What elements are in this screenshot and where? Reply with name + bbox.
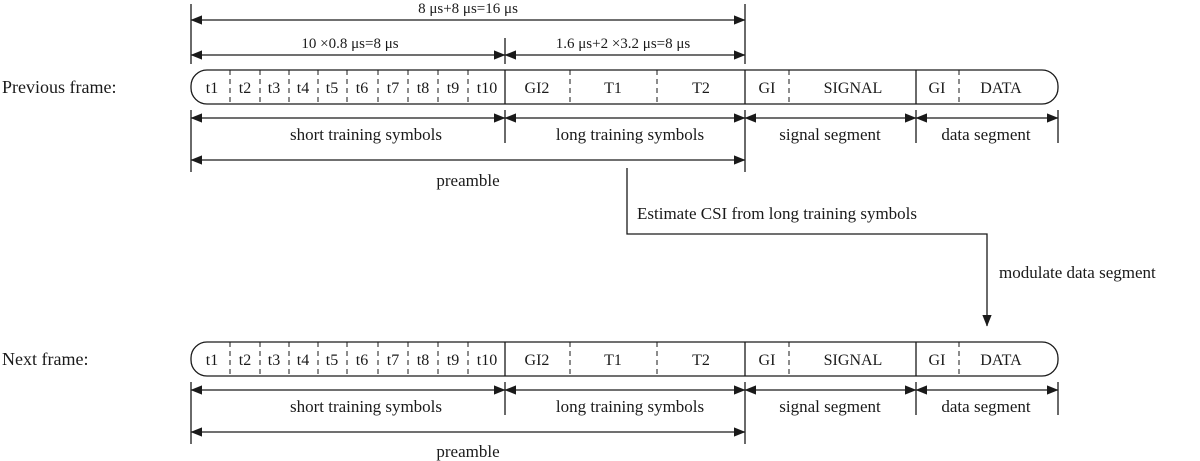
- estimate-csi-label: Estimate CSI from long training symbols: [637, 204, 917, 223]
- cell-t1: t1: [206, 352, 218, 369]
- previous-frame: Previous frame: t1 t2 t3 t4 t5 t6 t7 t8 …: [2, 69, 1059, 190]
- data-segment-label: data segment: [941, 397, 1030, 416]
- previous-frame-box: [190, 69, 1059, 105]
- short-segment-label: short training symbols: [290, 397, 442, 416]
- cell-t8: t8: [417, 80, 429, 97]
- cell-gi2: GI2: [525, 80, 550, 97]
- cell-t5: t5: [326, 80, 338, 97]
- data-segment-label: data segment: [941, 125, 1030, 144]
- cell-t6: t6: [356, 80, 368, 97]
- short-duration-label: 10 ×0.8 μs=8 μs: [301, 36, 398, 52]
- cell-data: DATA: [980, 352, 1022, 369]
- cell-t2-long: T2: [692, 80, 710, 97]
- cell-t9: t9: [447, 352, 459, 369]
- csi-flow: Estimate CSI from long training symbols …: [626, 168, 1156, 327]
- cell-t2: t2: [239, 352, 251, 369]
- previous-frame-title: Previous frame:: [2, 77, 116, 97]
- signal-segment-label: signal segment: [779, 125, 881, 144]
- cell-t1-long: T1: [604, 80, 622, 97]
- cell-t7: t7: [387, 352, 399, 369]
- cell-t4: t4: [297, 352, 309, 369]
- cell-t1-long: T1: [604, 352, 622, 369]
- cell-t7: t7: [387, 80, 399, 97]
- cell-t3: t3: [268, 80, 280, 97]
- cell-signal: SIGNAL: [824, 352, 883, 369]
- cell-t4: t4: [297, 80, 309, 97]
- cell-t10: t10: [477, 80, 497, 97]
- total-duration-label: 8 μs+8 μs=16 μs: [418, 1, 518, 17]
- next-frame-box: [190, 341, 1059, 377]
- cell-t6: t6: [356, 352, 368, 369]
- long-segment-label: long training symbols: [556, 125, 704, 144]
- cell-t9: t9: [447, 80, 459, 97]
- signal-segment-label: signal segment: [779, 397, 881, 416]
- cell-gi2: GI2: [525, 352, 550, 369]
- cell-t8: t8: [417, 352, 429, 369]
- cell-gi-signal: GI: [759, 80, 776, 97]
- cell-t10: t10: [477, 352, 497, 369]
- cell-t2: t2: [239, 80, 251, 97]
- cell-gi-signal: GI: [759, 352, 776, 369]
- next-frame: Next frame: t1 t2 t3 t4 t5 t6 t7 t8 t9 t…: [2, 341, 1059, 461]
- cell-t2-long: T2: [692, 352, 710, 369]
- cell-t3: t3: [268, 352, 280, 369]
- cell-signal: SIGNAL: [824, 80, 883, 97]
- long-segment-label: long training symbols: [556, 397, 704, 416]
- cell-gi-data: GI: [929, 352, 946, 369]
- cell-t5: t5: [326, 352, 338, 369]
- modulate-data-label: modulate data segment: [999, 263, 1156, 282]
- cell-t1: t1: [206, 80, 218, 97]
- cell-data: DATA: [980, 80, 1022, 97]
- cell-gi-data: GI: [929, 80, 946, 97]
- csi-flow-arrow: [626, 168, 992, 327]
- preamble-label: preamble: [436, 442, 499, 461]
- long-duration-label: 1.6 μs+2 ×3.2 μs=8 μs: [556, 36, 691, 52]
- next-frame-title: Next frame:: [2, 349, 88, 369]
- preamble-label: preamble: [436, 171, 499, 190]
- timing-dimensions: 8 μs+8 μs=16 μs 10 ×0.8 μs=8 μs 1.6 μs+2…: [190, 1, 746, 64]
- short-segment-label: short training symbols: [290, 125, 442, 144]
